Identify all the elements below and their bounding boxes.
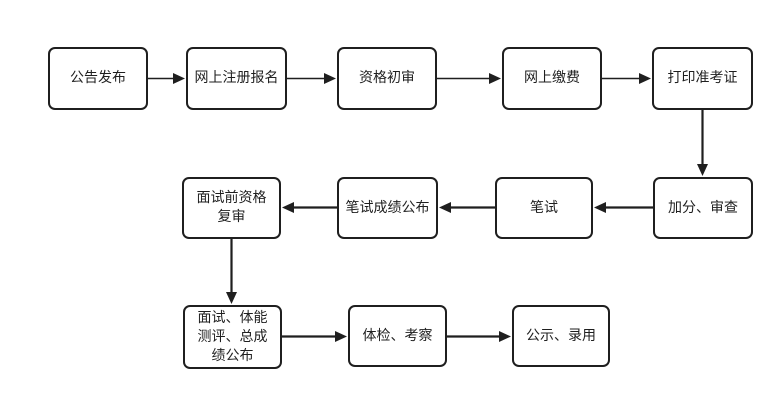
node-label: 网上缴费: [524, 70, 580, 86]
node-label: 打印准考证: [667, 70, 738, 86]
node-written-exam: 笔试: [495, 177, 593, 239]
node-label: 公告发布: [70, 70, 126, 86]
node-interview-physical-total-results: 面试、体能测评、总成绩公布: [183, 305, 282, 369]
node-bonus-points-review: 加分、审查: [653, 177, 753, 239]
node-announcement-published: 公告发布: [48, 47, 148, 110]
node-online-registration: 网上注册报名: [186, 47, 287, 110]
arrow-print-ticket-to-bonus-review: [697, 110, 708, 176]
node-online-payment: 网上缴费: [502, 47, 602, 110]
arrow-requalification-to-interview: [226, 239, 237, 304]
arrow-announcement-to-registration: [148, 73, 185, 84]
node-label: 资格初审: [359, 70, 415, 86]
arrow-registration-to-preliminary: [287, 73, 336, 84]
arrow-payment-to-print-ticket: [602, 73, 651, 84]
node-print-admission-ticket: 打印准考证: [652, 47, 753, 110]
node-label: 笔试: [530, 199, 558, 216]
node-label: 加分、审查: [668, 199, 738, 216]
node-label: 网上注册报名: [194, 70, 279, 86]
node-preliminary-qualification: 资格初审: [337, 47, 437, 110]
node-written-exam-results: 笔试成绩公布: [337, 177, 438, 239]
arrow-written-exam-to-results: [439, 202, 495, 213]
node-pre-interview-requalification: 面试前资格复审: [182, 177, 281, 239]
node-label: 面试前资格复审: [196, 190, 267, 225]
arrow-interview-to-medical: [282, 331, 347, 342]
node-publicity-employment: 公示、录用: [512, 305, 610, 367]
arrow-medical-to-publicity: [447, 331, 511, 342]
node-label: 笔试成绩公布: [345, 199, 430, 216]
node-label: 体检、考察: [362, 327, 433, 344]
arrow-preliminary-to-payment: [437, 73, 501, 84]
node-label: 面试、体能测评、总成绩公布: [197, 309, 268, 364]
arrow-results-to-requalification: [282, 202, 337, 213]
arrow-bonus-review-to-written-exam: [594, 202, 653, 213]
node-label: 公示、录用: [526, 327, 596, 344]
node-medical-check-inspection: 体检、考察: [348, 305, 447, 367]
